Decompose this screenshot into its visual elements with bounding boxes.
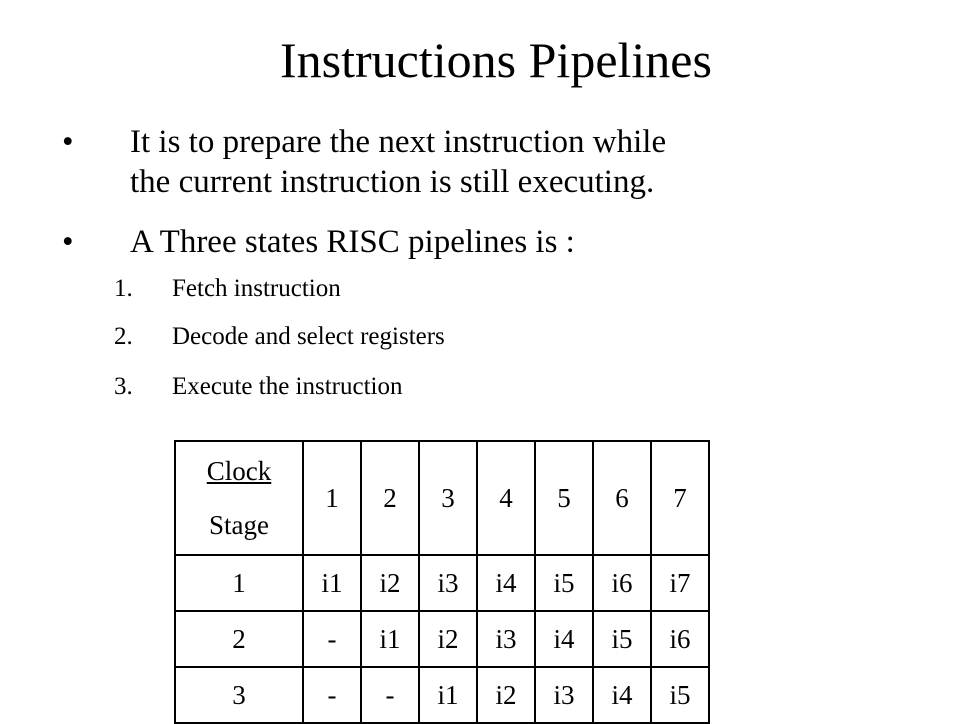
- stage-cell: 2: [174, 610, 304, 668]
- step-text-2: Decode and select registers: [172, 323, 445, 350]
- table-cell: i5: [534, 554, 594, 612]
- bullet-1: It is to prepare the next instruction wh…: [130, 122, 910, 202]
- table-cell: i5: [592, 610, 652, 668]
- pipeline-table: Clock Stage 1 2 3 4 5 6 7 1 i1 i2 i3 i4 …: [174, 440, 710, 724]
- clock-label: Clock: [206, 456, 272, 486]
- clock-header-cell: 4: [476, 440, 536, 556]
- step-number-2: 2.: [114, 323, 133, 350]
- step-number-3: 3.: [114, 373, 133, 400]
- clock-header-cell: 1: [302, 440, 362, 556]
- clock-header-cell: 5: [534, 440, 594, 556]
- table-cell: -: [302, 610, 362, 668]
- clock-header-cell: 2: [360, 440, 420, 556]
- table-cell: i1: [302, 554, 362, 612]
- table-row: 2 - i1 i2 i3 i4 i5 i6: [174, 610, 710, 668]
- stage-cell: 1: [174, 554, 304, 612]
- table-row: 1 i1 i2 i3 i4 i5 i6 i7: [174, 554, 710, 612]
- bullet-1-line-2: the current instruction is still executi…: [130, 164, 655, 200]
- table-cell: i3: [418, 554, 478, 612]
- step-number-1: 1.: [114, 275, 133, 302]
- table-cell: i7: [650, 554, 710, 612]
- table-cell: i4: [476, 554, 536, 612]
- clock-stage-header: Clock Stage: [174, 440, 304, 556]
- table-row: 3 - - i1 i2 i3 i4 i5: [174, 666, 710, 724]
- bullet-marker-1: •: [62, 124, 74, 160]
- bullet-marker-2: •: [62, 224, 74, 260]
- table-cell: i1: [418, 666, 478, 724]
- table-cell: -: [302, 666, 362, 724]
- table-cell: i3: [534, 666, 594, 724]
- stage-cell: 3: [174, 666, 304, 724]
- stage-label: Stage: [209, 510, 269, 540]
- table-cell: i2: [360, 554, 420, 612]
- clock-header-cell: 7: [650, 440, 710, 556]
- table-cell: i4: [534, 610, 594, 668]
- table-cell: -: [360, 666, 420, 724]
- bullet-2: A Three states RISC pipelines is :: [130, 224, 575, 260]
- slide-title: Instructions Pipelines: [280, 32, 712, 88]
- table-cell: i1: [360, 610, 420, 668]
- table-cell: i2: [418, 610, 478, 668]
- table-cell: i6: [650, 610, 710, 668]
- table-cell: i4: [592, 666, 652, 724]
- table-cell: i6: [592, 554, 652, 612]
- table-cell: i2: [476, 666, 536, 724]
- table-cell: i5: [650, 666, 710, 724]
- clock-header-cell: 6: [592, 440, 652, 556]
- table-cell: i3: [476, 610, 536, 668]
- step-text-3: Execute the instruction: [172, 373, 403, 400]
- step-text-1: Fetch instruction: [172, 275, 341, 302]
- bullet-1-line-1: It is to prepare the next instruction wh…: [130, 124, 667, 160]
- table-header-row: Clock Stage 1 2 3 4 5 6 7: [174, 440, 710, 556]
- clock-header-cell: 3: [418, 440, 478, 556]
